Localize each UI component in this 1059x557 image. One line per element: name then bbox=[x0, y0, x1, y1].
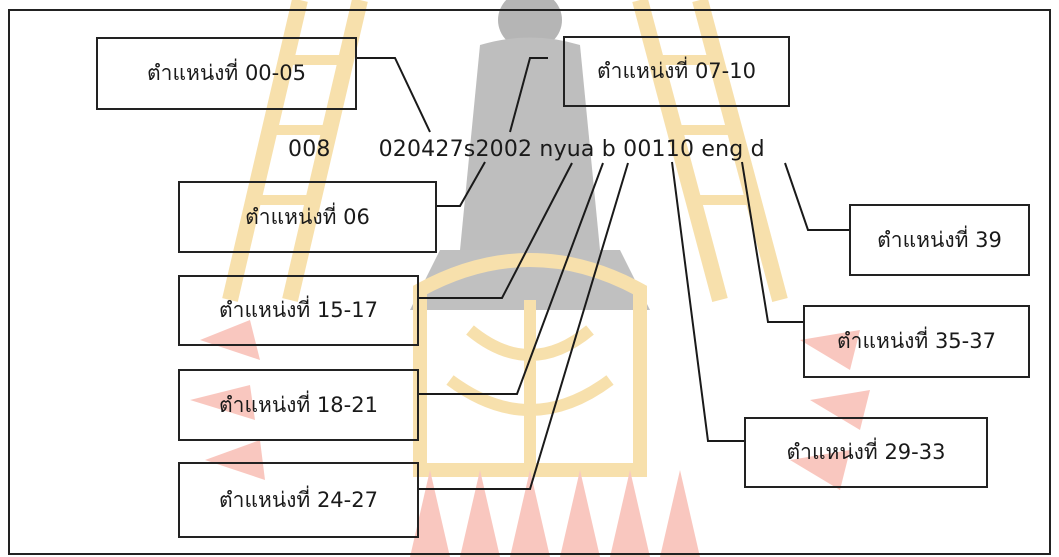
position-box-07-10: ตำแหน่งที่ 07-10 bbox=[563, 36, 790, 107]
field-008-string: 008 020427s2002 nyua b 00110 eng d bbox=[288, 137, 765, 162]
connector-39 bbox=[784, 162, 849, 231]
connector-00-05 bbox=[357, 57, 431, 133]
field-value: 020427s2002 nyua b 00110 eng d bbox=[378, 137, 765, 162]
connector-18-21 bbox=[419, 162, 604, 395]
field-tag: 008 bbox=[288, 137, 331, 162]
position-box-00-05: ตำแหน่งที่ 00-05 bbox=[96, 37, 357, 110]
position-box-24-27: ตำแหน่งที่ 24-27 bbox=[178, 462, 419, 538]
position-box-18-21: ตำแหน่งที่ 18-21 bbox=[178, 369, 419, 441]
position-box-29-33: ตำแหน่งที่ 29-33 bbox=[744, 417, 988, 488]
connector-06 bbox=[437, 161, 486, 207]
connector-15-17 bbox=[419, 162, 573, 299]
position-box-39: ตำแหน่งที่ 39 bbox=[849, 204, 1030, 276]
position-box-35-37: ตำแหน่งที่ 35-37 bbox=[803, 305, 1030, 378]
position-box-06: ตำแหน่งที่ 06 bbox=[178, 181, 437, 253]
connector-29-33 bbox=[671, 161, 744, 442]
connector-35-37 bbox=[741, 161, 803, 323]
outer-frame bbox=[8, 9, 1051, 555]
position-box-15-17: ตำแหน่งที่ 15-17 bbox=[178, 275, 419, 346]
connector-07-10 bbox=[509, 57, 548, 133]
connector-24-27 bbox=[419, 162, 629, 490]
